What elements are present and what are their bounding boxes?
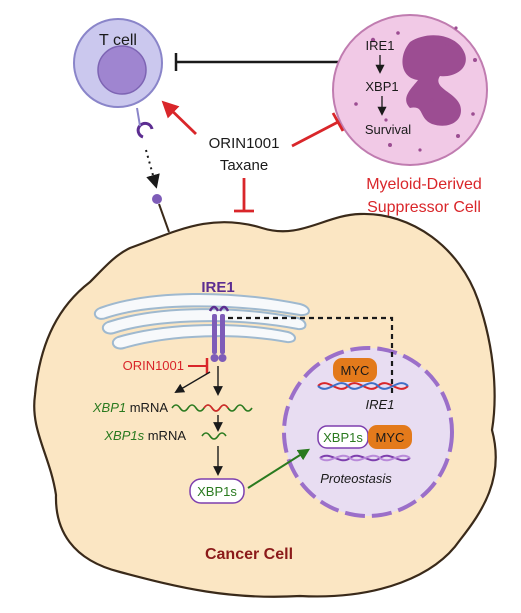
mdsc-xbp1-label: XBP1	[365, 79, 398, 94]
drugs-inhibit-mdsc-line	[291, 120, 339, 148]
ire1-to-xbp1-mrna-arrow	[174, 371, 211, 393]
mdsc-nucleus	[402, 35, 466, 126]
receptor-ligand-dotted-arrow	[145, 149, 160, 189]
ire1-gene-label: IRE1	[366, 397, 395, 412]
myc-label-top: MYC	[341, 363, 370, 378]
dna-helix-top	[317, 382, 409, 390]
xbp1s-mrna-label: XBP1s mRNA	[103, 428, 186, 443]
xbp1s-mrna-wave	[201, 432, 227, 440]
ire1-cancer-label: IRE1	[201, 279, 234, 296]
drug-orin1001-label: ORIN1001	[209, 135, 280, 152]
myc-box-top	[333, 358, 377, 382]
mdsc-cell	[332, 14, 488, 166]
ire1-to-gene-dashed-line	[228, 316, 394, 396]
cancer-ligand	[152, 194, 162, 204]
t-cell-nucleus	[97, 45, 147, 95]
myc-label-bottom: MYC	[376, 430, 405, 445]
t-cell-stalk	[136, 107, 141, 127]
t-cell-label: T cell	[99, 32, 137, 49]
dna-helix-bottom	[319, 454, 411, 462]
xbp1s-nucleus-label: XBP1s	[323, 430, 363, 445]
cancer-ligand-stalk	[158, 203, 170, 233]
xbp1s-to-nucleus-arrow	[247, 448, 311, 489]
drugs-activate-tcell-arrow	[161, 100, 197, 136]
xbp1s-protein-label: XBP1s	[197, 484, 237, 499]
drugs-inhibit-mdsc-bar	[331, 112, 345, 132]
xbp1-mrna-label: XBP1 mRNA	[92, 400, 168, 415]
orin1001-cancer-label: ORIN1001	[123, 358, 184, 373]
ire1-receptor	[208, 305, 230, 362]
drug-taxane-label: Taxane	[220, 157, 268, 174]
xbp1-intron-wave	[203, 404, 229, 412]
mdsc-caption-line2: Suppressor Cell	[367, 199, 481, 216]
mdsc-ire1-label: IRE1	[366, 38, 395, 53]
mdsc-survival-label: Survival	[365, 122, 411, 137]
myc-box-bottom	[368, 425, 412, 449]
xbp1s-protein-box	[189, 478, 245, 504]
cancer-cell-caption: Cancer Cell	[205, 546, 293, 563]
proteostasis-label: Proteostasis	[320, 471, 392, 486]
mdsc-granules	[354, 26, 477, 152]
mdsc-caption-line1: Myeloid-Derived	[366, 176, 482, 193]
